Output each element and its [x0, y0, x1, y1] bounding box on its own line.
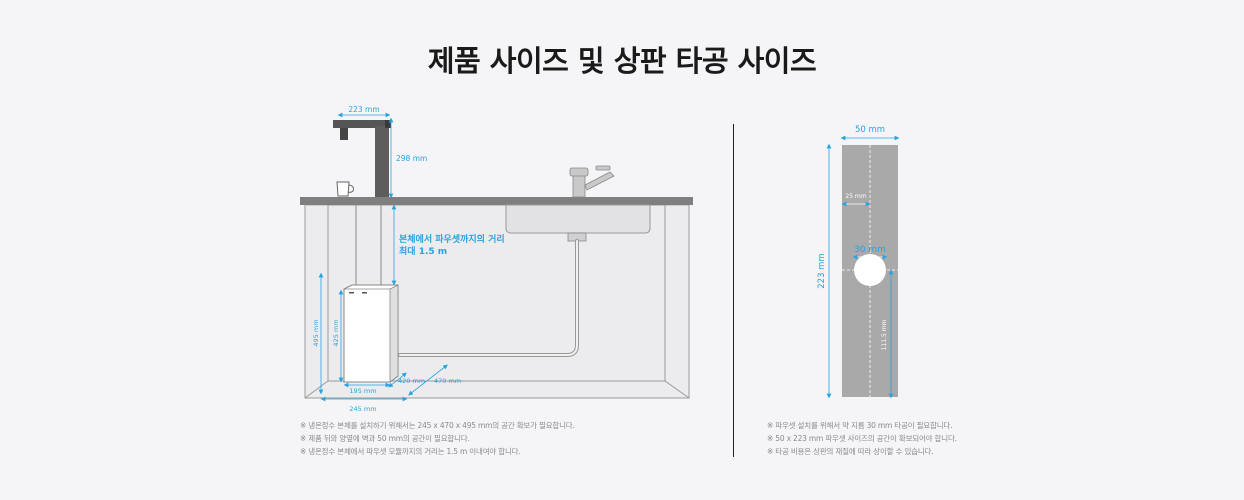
hole-icon	[854, 254, 886, 286]
countertop	[300, 197, 693, 205]
faucet-height-label: 298 mm	[396, 154, 427, 163]
unit-depth-label: 420 mm	[398, 377, 425, 385]
note-item: ※ 50 x 223 mm 파우셋 사이즈의 공간이 확보되어야 합니다.	[767, 434, 957, 443]
distance-label-line2: 최대 1.5 m	[399, 245, 447, 257]
plate-width-label: 50 mm	[855, 125, 885, 135]
hole-center-height-label: 111.5 mm	[881, 319, 888, 350]
cabinet-height-label: 495 mm	[312, 319, 320, 346]
note-item: ※ 냉온정수 본체를 설치하기 위해서는 245 x 470 x 495 mm의…	[300, 421, 575, 430]
notes-left: ※ 냉온정수 본체를 설치하기 위해서는 245 x 470 x 495 mm의…	[300, 419, 575, 458]
sink-basin	[505, 204, 651, 242]
cup-icon	[336, 181, 354, 197]
dimension-lines-left	[318, 112, 448, 402]
product-faucet-icon	[333, 120, 391, 197]
purifier-unit	[343, 284, 399, 383]
water-line	[355, 205, 382, 285]
note-item: ※ 타공 비용은 상판의 재질에 따라 상이할 수 있습니다.	[767, 447, 934, 456]
page-title: 제품 사이즈 및 상판 타공 사이즈	[427, 44, 817, 78]
unit-height-label: 425 mm	[332, 319, 340, 346]
hole-diameter-label: 30 mm	[854, 245, 886, 255]
faucet-width-label: 223 mm	[348, 105, 379, 114]
kitchen-faucet-icon	[569, 165, 615, 198]
plate-diagram	[842, 145, 898, 397]
notes-right: ※ 파우셋 설치를 위해서 약 지름 30 mm 타공이 필요합니다. ※ 50…	[767, 419, 957, 458]
hole-offset-label: 25 mm	[845, 193, 866, 200]
note-item: ※ 제품 뒤와 양옆에 벽과 50 mm의 공간이 필요합니다.	[300, 434, 470, 443]
note-item: ※ 파우셋 설치를 위해서 약 지름 30 mm 타공이 필요합니다.	[767, 421, 953, 430]
cabinet-depth-label: 470 mm	[434, 377, 461, 385]
unit-width-label: 195 mm	[349, 387, 376, 395]
section-divider	[733, 124, 734, 457]
plate-height-label: 223 mm	[817, 253, 827, 289]
distance-label-line1: 본체에서 파우셋까지의 거리	[399, 233, 505, 245]
dimension-lines-right	[826, 135, 900, 399]
note-item: ※ 냉온정수 본체에서 파우셋 모듈까지의 거리는 1.5 m 이내여야 합니다…	[300, 447, 521, 456]
cabinet-width-label: 245 mm	[349, 405, 376, 413]
